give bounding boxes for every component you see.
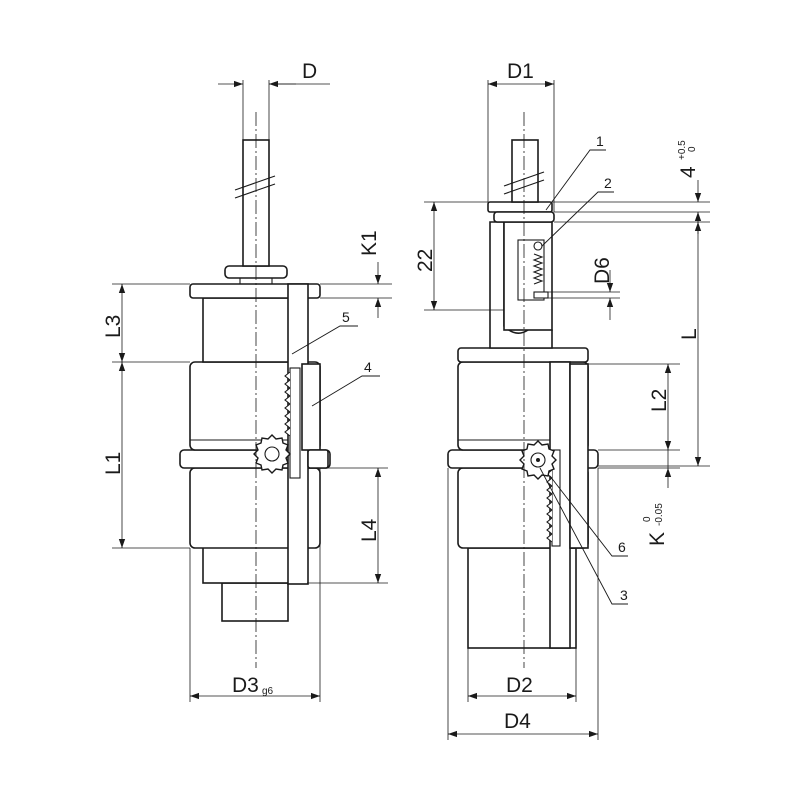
dim-k1-label: K1 bbox=[358, 230, 381, 256]
dim-l2-label: L2 bbox=[648, 389, 671, 412]
rail-bracket bbox=[307, 449, 329, 469]
dim-d-label: D bbox=[302, 60, 317, 83]
dim-4-upper-tol: +0.5 bbox=[677, 140, 688, 160]
dim-l-label: L bbox=[678, 328, 701, 340]
callout-2: 2 bbox=[604, 175, 612, 191]
dim-l3-label: L3 bbox=[102, 315, 125, 338]
rod-break bbox=[234, 175, 276, 191]
dim-4-lower-tol: 0 bbox=[687, 146, 698, 152]
lower-stem bbox=[221, 582, 289, 622]
rack-teeth bbox=[284, 371, 291, 437]
dim-k-lower-tol: -0.05 bbox=[654, 503, 665, 526]
dim-k-upper-tol: 0 bbox=[642, 516, 653, 522]
dim-d3-label: D3 bbox=[232, 674, 259, 697]
spring bbox=[532, 253, 544, 285]
spring-stop bbox=[533, 291, 549, 299]
callout-3: 3 bbox=[620, 587, 628, 603]
callout-6: 6 bbox=[618, 539, 626, 555]
dim-d4-label: D4 bbox=[504, 710, 531, 733]
dim-d2-label: D2 bbox=[506, 674, 533, 697]
right-piston-rod bbox=[511, 139, 539, 203]
left-view: D K1 L3 L1 L4 D3 g6 bbox=[102, 60, 392, 702]
ball bbox=[533, 241, 543, 251]
right-pinion-gear bbox=[519, 440, 557, 480]
dim-d6-label: D6 bbox=[591, 257, 614, 284]
dim-k-label: K bbox=[646, 532, 669, 546]
right-top-cap bbox=[487, 201, 553, 213]
dim-d1-label: D1 bbox=[507, 60, 534, 83]
callout-5: 5 bbox=[342, 309, 350, 325]
dim-l1-label: L1 bbox=[102, 452, 125, 475]
dim-22-label: 22 bbox=[414, 249, 437, 272]
dim-d3-tolerance: g6 bbox=[262, 686, 274, 697]
dim-l4-label: L4 bbox=[358, 518, 381, 542]
right-side-rail bbox=[569, 363, 589, 549]
rack-strip bbox=[289, 367, 301, 479]
dim-4-label: 4 bbox=[677, 166, 700, 178]
right-view: D1 22 D6 4 +0.5 0 L L2 bbox=[414, 60, 710, 740]
callout-1: 1 bbox=[596, 133, 604, 149]
side-rail bbox=[301, 363, 321, 451]
right-top-ring bbox=[457, 347, 589, 363]
callout-4: 4 bbox=[364, 359, 372, 375]
